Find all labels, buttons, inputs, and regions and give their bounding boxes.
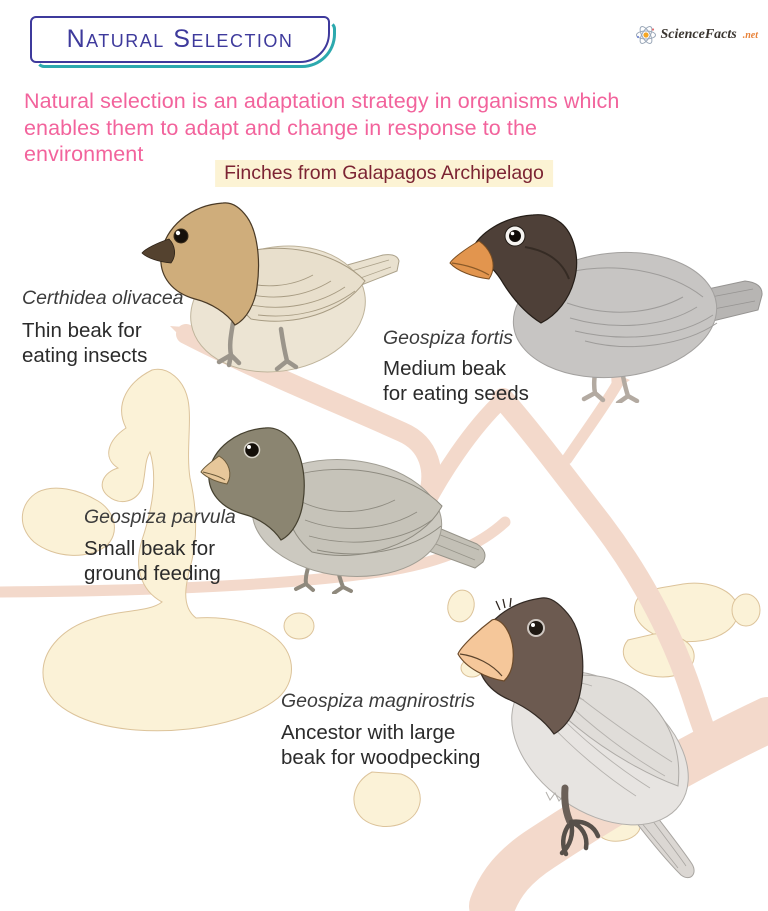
logo-brand-text: ScienceFacts xyxy=(660,27,737,42)
island-floreana xyxy=(353,771,421,827)
logo-tld-text: .net xyxy=(742,29,758,41)
island-small xyxy=(731,593,761,627)
bird2-beak-mouth-line xyxy=(451,262,490,276)
bird1-beak xyxy=(141,238,175,264)
species-name-geospiza-parvula: Geospiza parvula xyxy=(84,506,236,528)
intro-paragraph: Natural selection is an adaptation strat… xyxy=(24,89,620,167)
bird2-eye xyxy=(504,225,526,247)
species-trait-certhidea-olivacea: Thin beak for eating insects xyxy=(22,319,148,368)
species-name-geospiza-magnirostris: Geospiza magnirostris xyxy=(281,690,475,712)
brand-logo: ScienceFacts .net xyxy=(635,24,758,46)
bird4-eye xyxy=(527,619,545,637)
bird4-leg-claw xyxy=(559,784,601,857)
atom-icon xyxy=(635,26,656,44)
branch-tip xyxy=(170,326,198,348)
bird1-wing xyxy=(228,247,366,322)
bird1-legs xyxy=(216,320,299,372)
branch-trunk xyxy=(492,388,725,761)
bird3-beak xyxy=(200,455,231,485)
galapagos-islands xyxy=(21,368,761,842)
bird2-wing xyxy=(564,267,718,348)
island-small xyxy=(283,612,315,640)
bird-geospiza-fortis xyxy=(449,214,763,403)
bird2-beak xyxy=(449,240,494,280)
species-trait-geospiza-fortis: Medium beak for eating seeds xyxy=(383,357,529,406)
page-title: Natural Selection xyxy=(66,25,294,53)
species-name-geospiza-fortis: Geospiza fortis xyxy=(383,327,514,349)
bird4-crest-tuft xyxy=(495,597,512,611)
island-small xyxy=(447,589,475,623)
species-name-certhidea-olivacea: Certhidea olivacea xyxy=(22,287,184,309)
island-isabela xyxy=(42,368,292,732)
bird4-belly-fluff xyxy=(545,791,565,802)
bird1-eye xyxy=(173,228,189,244)
species-trait-geospiza-magnirostris: Ancestor with large beak for woodpecking xyxy=(281,721,481,770)
bird3-eye xyxy=(243,441,261,459)
bird2-cheek-line xyxy=(524,246,570,280)
bird4-beak-mouth-line xyxy=(459,653,503,677)
title-box: Natural Selection xyxy=(30,16,330,63)
subtitle-heading: Finches from Galapagos Archipelago xyxy=(215,160,553,187)
bird3-beak-mouth-line xyxy=(202,471,226,481)
bird-geospiza-magnirostris xyxy=(457,597,695,879)
bird4-beak xyxy=(457,618,514,682)
island-fernandina xyxy=(21,487,115,556)
title-banner: Natural Selection xyxy=(30,16,336,68)
species-trait-geospiza-parvula: Small beak for ground feeding xyxy=(84,537,221,586)
bird-certhidea-olivacea xyxy=(141,202,400,373)
bird-geospiza-parvula xyxy=(200,427,486,594)
